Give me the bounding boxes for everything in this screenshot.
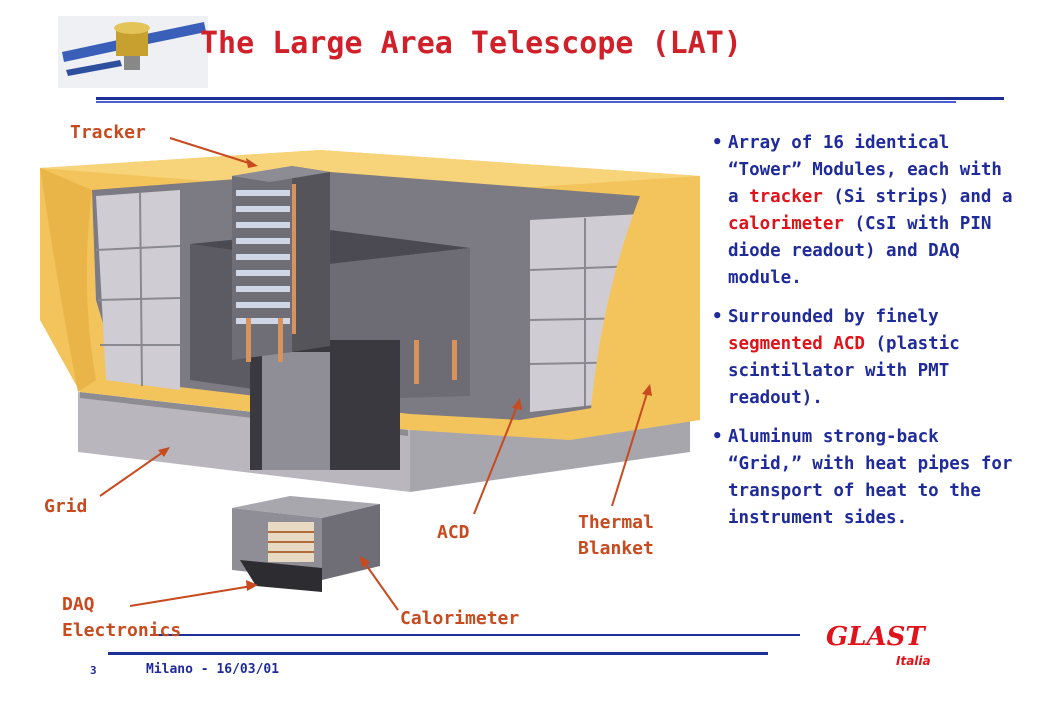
bullet-text: Surrounded by finely bbox=[728, 307, 939, 327]
bullet-item: • Surrounded by finely segmented ACD (pl… bbox=[712, 304, 1022, 412]
title-rule bbox=[96, 97, 1004, 100]
bullet-text: (CsI with PIN diode readout) and DAQ mod… bbox=[728, 214, 992, 288]
bullet-highlight: calorimeter bbox=[728, 214, 844, 234]
bullet-marker: • bbox=[712, 133, 723, 153]
glast-logo-subtext: Italia bbox=[896, 654, 931, 668]
page-number: 3 bbox=[90, 664, 97, 677]
footer-rule-upper bbox=[150, 634, 800, 636]
bullet-highlight: segmented ACD bbox=[728, 334, 865, 354]
bullet-highlight: tracker bbox=[749, 187, 823, 207]
bullet-text: (plastic scintillator with PMT readout). bbox=[728, 334, 960, 408]
bullet-text: Array of 16 identical “Tower” Modules, e… bbox=[728, 133, 1002, 207]
bullet-item: • Aluminum strong-back “Grid,” with heat… bbox=[712, 424, 1022, 532]
label-thermal-line1: Thermal bbox=[578, 512, 654, 533]
label-daq-electronics: DAQ Electronics bbox=[62, 592, 181, 644]
bullet-marker: • bbox=[712, 307, 723, 327]
tracker-trays bbox=[236, 184, 296, 334]
title-rule-shadow bbox=[96, 101, 956, 103]
glast-logo-text: GLAST bbox=[826, 622, 925, 652]
lat-instrument-illustration bbox=[40, 150, 700, 592]
footer-rule bbox=[108, 652, 768, 655]
satellite-icon bbox=[58, 16, 208, 88]
label-daq-line1: DAQ bbox=[62, 594, 95, 615]
slide-title: The Large Area Telescope (LAT) bbox=[200, 26, 742, 61]
label-thermal-line2: Blanket bbox=[578, 538, 654, 559]
bullet-text: Aluminum strong-back “Grid,” with heat p… bbox=[728, 427, 1013, 528]
label-grid: Grid bbox=[44, 496, 88, 517]
label-tracker: Tracker bbox=[70, 122, 146, 143]
label-thermal-blanket: Thermal Blanket bbox=[578, 510, 654, 562]
bullet-item: • Array of 16 identical “Tower” Modules,… bbox=[712, 130, 1022, 292]
label-daq-line2: Electronics bbox=[62, 620, 182, 641]
bullet-text: (Si strips) and a bbox=[822, 187, 1013, 207]
label-acd: ACD bbox=[437, 522, 470, 543]
bullet-list: • Array of 16 identical “Tower” Modules,… bbox=[712, 130, 1022, 544]
pointer-arrows bbox=[99, 137, 652, 611]
bullet-marker: • bbox=[712, 427, 723, 447]
footer-location-date: Milano - 16/03/01 bbox=[146, 662, 280, 677]
label-calorimeter: Calorimeter bbox=[400, 608, 520, 629]
